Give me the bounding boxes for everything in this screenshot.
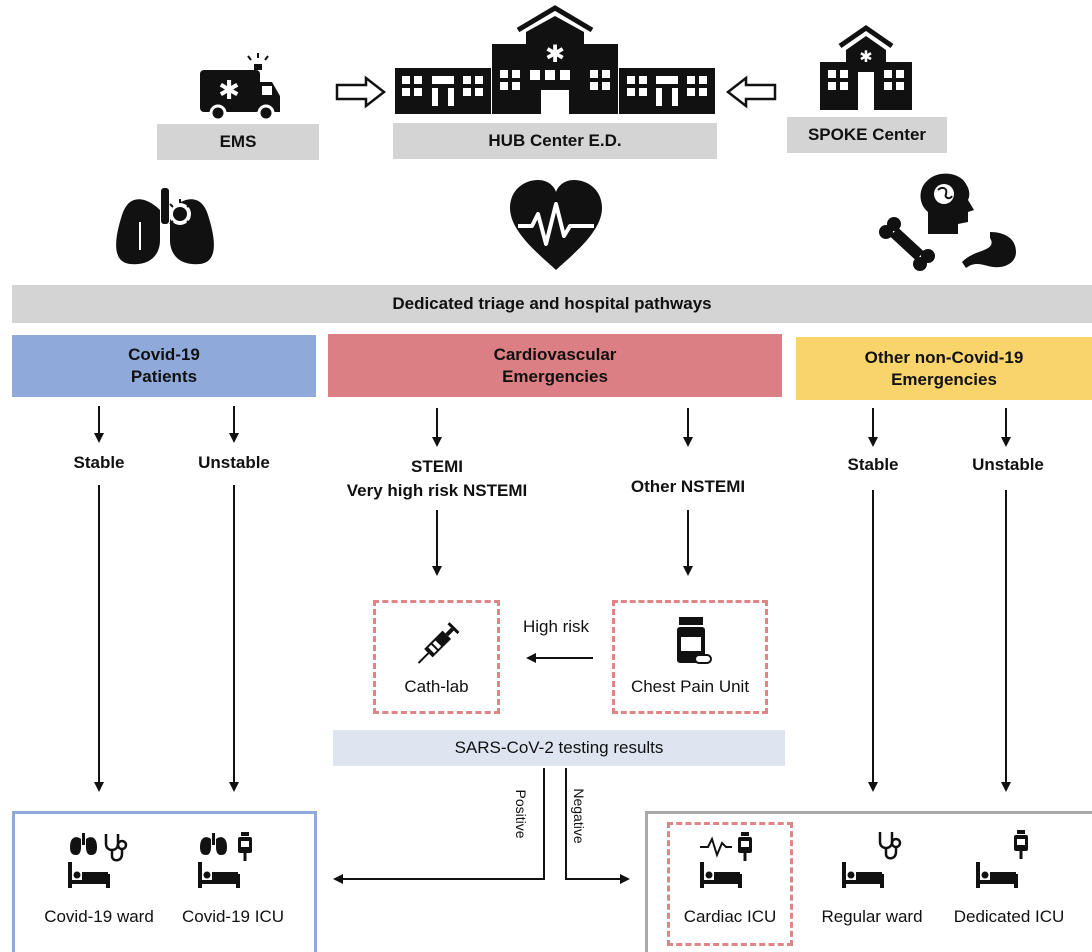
ecg-icon xyxy=(700,836,732,858)
hospital-bed-icon xyxy=(68,862,110,888)
ems-label: EMS xyxy=(157,124,319,160)
iv-bag-icon xyxy=(1014,830,1028,859)
iv-bag-icon xyxy=(738,832,752,861)
covid-stable-label: Stable xyxy=(73,453,125,472)
hospital-bed-icon xyxy=(700,862,742,888)
hub-label: HUB Center E.D. xyxy=(393,123,717,159)
svg-text:✱: ✱ xyxy=(218,76,240,106)
stethoscope-icon xyxy=(104,832,128,862)
arrow-right-icon xyxy=(335,75,387,109)
chest-pain-unit-box: Chest Pain Unit xyxy=(612,600,768,714)
spoke-label: SPOKE Center xyxy=(787,117,947,153)
other-destination-box xyxy=(645,811,1092,952)
heart-ecg-icon xyxy=(510,180,602,270)
covid-ward-label: Covid-19 ward xyxy=(44,907,154,926)
hospital-bed-icon xyxy=(198,862,240,888)
cardiac-icu-box xyxy=(667,822,793,946)
small-hospital-icon: ✱ xyxy=(820,24,912,110)
chest-pain-unit-label: Chest Pain Unit xyxy=(630,677,750,696)
dedicated-icu-label: Dedicated ICU xyxy=(953,907,1065,926)
hospital-bed-icon xyxy=(842,862,884,888)
covid-category: Covid-19 Patients xyxy=(12,335,316,397)
other-nstemi-label: Other NSTEMI xyxy=(630,477,746,496)
lungs-virus-icon xyxy=(116,188,214,265)
bone-icon xyxy=(879,217,935,271)
covid-unstable-label: Unstable xyxy=(198,453,270,472)
regular-ward-label: Regular ward xyxy=(821,907,923,926)
ambulance-icon: ✱ xyxy=(200,53,280,122)
svg-text:✱: ✱ xyxy=(859,47,872,66)
hospital-bed-icon xyxy=(976,862,1018,888)
stemi-label: STEMI Very high risk NSTEMI xyxy=(346,457,528,500)
cath-lab-box: Cath-lab xyxy=(373,600,500,714)
cardiac-icu-label: Cardiac ICU xyxy=(683,907,777,926)
stomach-icon xyxy=(962,222,1016,268)
other-stable-label: Stable xyxy=(847,455,899,474)
cath-lab-label: Cath-lab xyxy=(404,677,469,696)
sars-testing-label: SARS-CoV-2 testing results xyxy=(454,738,664,757)
high-risk-label: High risk xyxy=(522,617,590,636)
sars-testing-bar: SARS-CoV-2 testing results xyxy=(333,730,785,766)
arrow-left-icon xyxy=(725,75,777,109)
other-category: Other non-Covid-19 Emergencies xyxy=(796,337,1092,400)
covid-icu-label: Covid-19 ICU xyxy=(181,907,285,926)
pill-bottle-icon xyxy=(677,617,712,664)
syringe-icon xyxy=(417,622,460,664)
brain-head-icon xyxy=(920,173,974,234)
svg-text:✱: ✱ xyxy=(545,40,565,68)
other-unstable-label: Unstable xyxy=(972,455,1044,474)
iv-bag-icon xyxy=(238,832,252,861)
pathways-banner: Dedicated triage and hospital pathways xyxy=(12,285,1092,323)
hospital-icon: ✱ xyxy=(395,5,715,114)
lungs-icon xyxy=(200,833,227,855)
lungs-icon xyxy=(70,833,97,855)
covid-destination-box xyxy=(12,811,317,952)
stethoscope-icon xyxy=(878,830,902,860)
cardio-category: Cardiovascular Emergencies xyxy=(328,334,782,397)
